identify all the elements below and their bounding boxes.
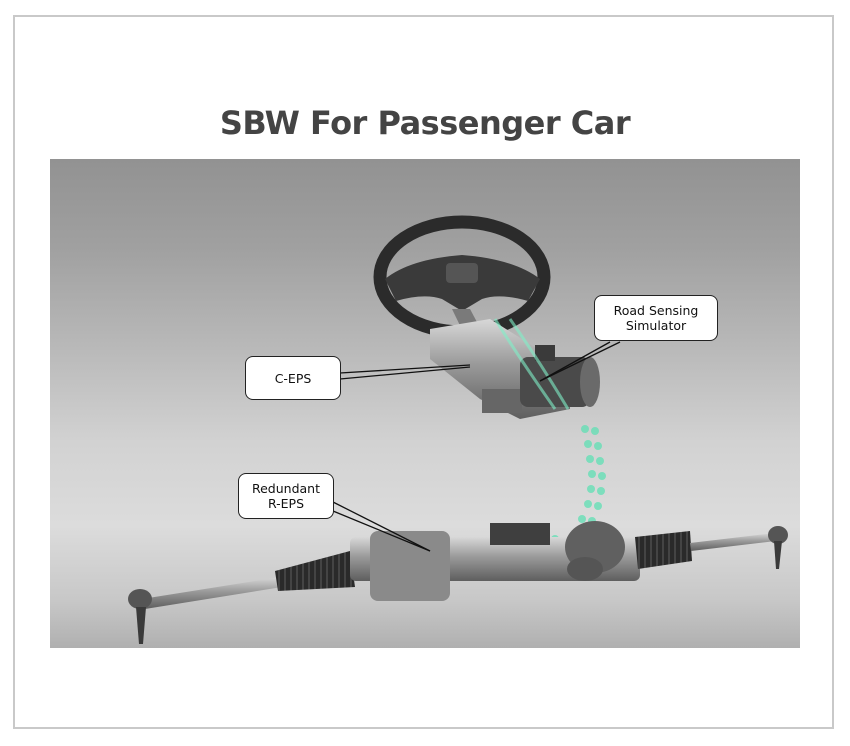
steering-rack-icon bbox=[128, 521, 788, 644]
callout-leaders bbox=[332, 341, 621, 552]
callout-road-sensing-simulator: Road Sensing Simulator bbox=[594, 295, 718, 341]
steering-column-icon bbox=[430, 309, 600, 419]
sbw-illustration: Road Sensing Simulator C-EPS Redundant R… bbox=[50, 159, 800, 648]
callout-label: Road Sensing Simulator bbox=[613, 303, 699, 333]
callout-redundant-r-eps: Redundant R-EPS bbox=[238, 473, 334, 519]
callout-label: C-EPS bbox=[274, 370, 312, 386]
sbw-diagram-graphic bbox=[128, 215, 788, 644]
callout-label: Redundant R-EPS bbox=[251, 481, 320, 511]
page-title: SBW For Passenger Car bbox=[219, 104, 631, 142]
callout-c-eps: C-EPS bbox=[245, 356, 341, 400]
